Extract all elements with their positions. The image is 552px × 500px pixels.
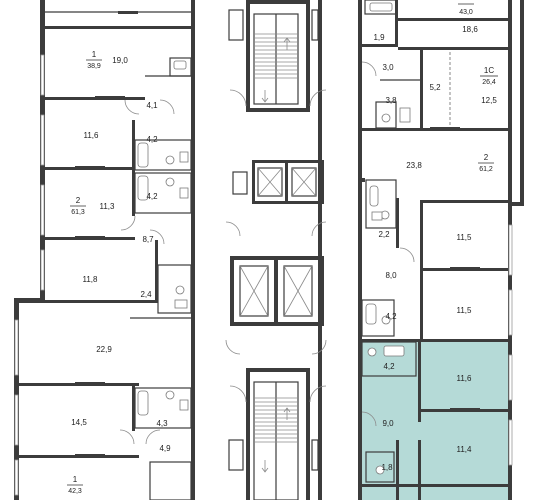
room-area: 11,5 [457, 233, 473, 242]
apartment-label[interactable]: 2 61,3 [70, 196, 86, 216]
apartment-area: 61,2 [479, 166, 493, 173]
apartment-label[interactable]: 1С 26,4 [480, 66, 498, 86]
apartment-area: 38,9 [87, 63, 101, 70]
apartment-label[interactable]: 43,0 [458, 3, 474, 16]
room-area: 2,2 [378, 230, 390, 239]
apartment-number: 2 [76, 196, 81, 205]
room-area: 11,4 [457, 445, 473, 454]
room-area: 18,6 [462, 25, 478, 34]
apartment-number: 2 [484, 153, 489, 162]
right-wing [358, 0, 524, 500]
room-area: 11,6 [84, 131, 100, 140]
room-area: 9,0 [382, 419, 394, 428]
room-area: 11,8 [83, 275, 99, 284]
room-area: 14,5 [71, 418, 87, 427]
room-area: 5,2 [429, 83, 441, 92]
room-area: 12,5 [481, 96, 497, 105]
apartment-label[interactable]: 2 61,2 [478, 153, 494, 173]
room-area: 2,4 [140, 290, 152, 299]
room-area: 4,2 [383, 362, 395, 371]
apartment-number: 1 [73, 475, 78, 484]
apartment-label[interactable]: 1 38,9 [86, 50, 102, 70]
room-area: 11,5 [457, 306, 473, 315]
room-area: 11,6 [457, 374, 473, 383]
stair-treads-lower [254, 397, 298, 443]
stair-treads-upper [254, 33, 298, 79]
room-area: 4,3 [156, 419, 168, 428]
room-area: 23,8 [406, 161, 422, 170]
apartment-area: 43,0 [459, 9, 473, 16]
room-area: 3,8 [385, 96, 397, 105]
left-wing [14, 0, 195, 500]
room-area: 4,2 [385, 312, 397, 321]
central-core [225, 0, 327, 500]
apartment-area: 26,4 [482, 79, 496, 86]
apartment-area: 42,3 [68, 488, 82, 495]
room-area: 22,9 [96, 345, 112, 354]
apartment-label[interactable]: 1 42,3 [67, 475, 83, 495]
room-area: 4,1 [146, 101, 158, 110]
room-area: 19,0 [112, 56, 128, 65]
room-area: 1,8 [381, 463, 393, 472]
apartment-number: 1С [484, 66, 494, 75]
room-area: 8,7 [142, 235, 154, 244]
apartment-number: 1 [92, 50, 97, 59]
room-area: 4,2 [146, 135, 158, 144]
room-area: 4,9 [159, 444, 171, 453]
room-area: 3,0 [382, 63, 394, 72]
room-area: 8,0 [385, 271, 397, 280]
room-area: 11,3 [100, 202, 116, 211]
apartment-area: 61,3 [71, 209, 85, 216]
room-area: 1,9 [373, 33, 385, 42]
room-area: 4,2 [146, 192, 158, 201]
room-labels-right: 18,6 1,9 3,0 5,2 3,8 12,5 23,8 2,2 11,5 … [373, 25, 497, 472]
room-labels-left: 19,0 4,1 11,6 4,2 4,2 11,3 8,7 11,8 2,4 … [71, 56, 171, 453]
